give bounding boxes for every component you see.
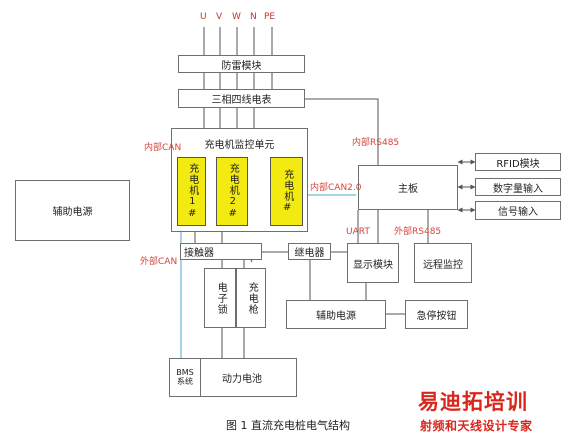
charging-gun-label: 充电枪 <box>246 281 258 315</box>
terminal-n: N <box>250 12 257 22</box>
label-outer-can: 外部CAN <box>140 257 178 267</box>
charger-3-label: 充电机# <box>281 169 293 214</box>
terminal-u: U <box>200 12 207 22</box>
rfid-module: RFID模块 <box>475 153 561 171</box>
charger-1-label: 充电机1# <box>186 163 198 220</box>
emergency-stop-button: 急停按钮 <box>405 300 468 329</box>
remote-monitor: 远程监控 <box>414 243 472 283</box>
charger-1: 充电机1# <box>177 157 206 226</box>
three-phase-meter: 三相四线电表 <box>178 89 305 108</box>
mainboard: 主板 <box>358 165 458 210</box>
contactor-label: 接触器 <box>184 248 214 259</box>
label-outer-rs485: 外部RS485 <box>394 227 442 237</box>
aux-power-left: 辅助电源 <box>15 180 130 241</box>
label-inner-rs485-top: 内部RS485 <box>352 138 400 148</box>
monitor-unit-title: 充电机监控单元 <box>204 140 275 151</box>
power-battery-label: 动力电池 <box>222 374 262 385</box>
figure-caption: 图 1 直流充电桩电气结构 <box>226 419 350 432</box>
label-inner-can: 内部CAN <box>144 143 182 153</box>
watermark-subtitle: 射频和天线设计专家 <box>420 419 533 433</box>
terminal-w: W <box>232 12 241 22</box>
label-inner-can20: 内部CAN2.0 <box>310 183 362 193</box>
aux-power-bottom: 辅助电源 <box>286 300 386 329</box>
digital-input: 数字量输入 <box>475 178 561 196</box>
bms-system: BMS系统 <box>169 358 201 397</box>
terminal-v: V <box>216 12 223 22</box>
display-module: 显示模块 <box>347 243 399 283</box>
charger-2: 充电机2# <box>216 157 248 226</box>
contactor: 接触器 <box>180 243 262 260</box>
label-uart: UART <box>346 227 370 237</box>
charger-2-label: 充电机2# <box>227 163 239 220</box>
lightning-module: 防雷模块 <box>178 55 305 73</box>
watermark-title: 易迪拓培训 <box>418 390 528 414</box>
bms-system-label: BMS系统 <box>176 367 194 386</box>
charging-gun: 充电枪 <box>236 268 266 328</box>
electronic-lock: 电子锁 <box>204 268 236 328</box>
relay: 继电器 <box>288 243 331 260</box>
terminal-pe: PE <box>264 12 276 22</box>
charger-3: 充电机# <box>270 157 303 226</box>
signal-input: 信号输入 <box>475 201 561 220</box>
electronic-lock-label: 电子锁 <box>215 281 227 315</box>
